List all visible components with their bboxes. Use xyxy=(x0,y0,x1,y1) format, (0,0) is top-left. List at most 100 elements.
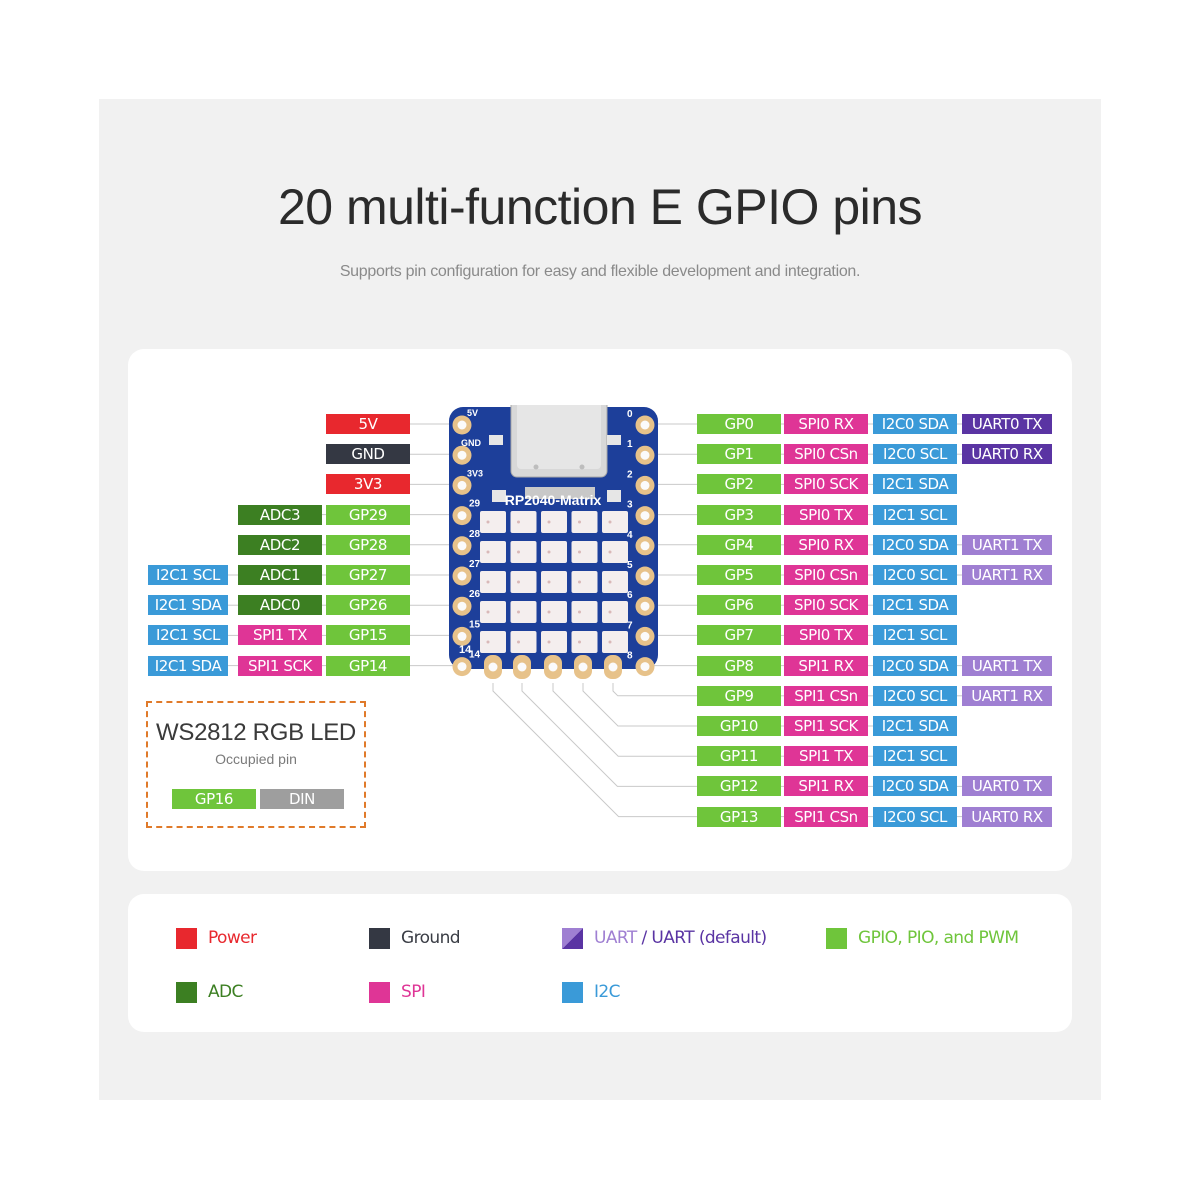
board-pin-label: 0 xyxy=(627,409,633,420)
left-pad-hole xyxy=(457,541,467,551)
led-die xyxy=(486,610,490,614)
ws2812-led xyxy=(480,511,506,533)
right-pad-hole xyxy=(640,601,650,611)
right-pad-hole xyxy=(640,541,650,551)
legend-label: ADC xyxy=(208,982,243,1002)
smd-component xyxy=(607,490,621,502)
ws2812-led xyxy=(571,601,598,623)
board-pin-label: 5V xyxy=(467,408,478,418)
led-die xyxy=(547,520,551,524)
ws2812-led xyxy=(480,541,506,563)
ws2812-occupied-pin-box: WS2812 RGB LED Occupied pin GP16 DIN xyxy=(146,701,366,828)
pin-tag-gp2: GP2 xyxy=(697,474,781,495)
legend-swatch xyxy=(176,927,197,949)
page-title: 20 multi-function E GPIO pins xyxy=(277,179,923,235)
legend-swatch xyxy=(562,981,583,1003)
left-pad-hole xyxy=(457,420,467,430)
pin-tag-gp9: GP9 xyxy=(697,685,781,706)
ws2812-led xyxy=(571,541,598,563)
ws2812-led xyxy=(510,511,537,533)
func-tag-gp3-spi: SPI0 TX xyxy=(784,504,868,525)
func-tag-gp26-adc: ADC0 xyxy=(238,595,322,616)
legend-swatch xyxy=(369,981,390,1003)
pin-tag-gp28: GP28 xyxy=(326,534,410,555)
legend-item-gpio: GPIO, PIO, and PWM xyxy=(826,927,1019,949)
func-tag-gp0-spi: SPI0 RX xyxy=(784,414,868,434)
pin-tag-gp5: GP5 xyxy=(697,565,781,585)
pin-tag-5v: 5V xyxy=(326,414,410,434)
func-tag-gp9-i2c: I2C0 SCL xyxy=(873,685,957,706)
led-die xyxy=(547,610,551,614)
func-tag-gp9-uart: UART1 RX xyxy=(962,685,1052,706)
func-tag-gp8-uart: UART1 TX xyxy=(962,655,1052,676)
led-die xyxy=(608,610,612,614)
func-tag-gp10-spi: SPI1 SCK xyxy=(784,716,868,736)
left-pad-hole xyxy=(457,601,467,611)
led-die xyxy=(608,640,612,644)
board-pin-label: 8 xyxy=(627,651,633,662)
func-tag-gp8-i2c: I2C0 SDA xyxy=(873,655,957,676)
legend-label: I2C xyxy=(594,982,621,1002)
ws2812-led xyxy=(480,631,506,653)
func-tag-gp10-i2c: I2C1 SDA xyxy=(873,716,957,736)
led-die xyxy=(578,610,581,614)
func-tag-gp11-i2c: I2C1 SCL xyxy=(873,746,957,767)
pin-tag-gp6: GP6 xyxy=(697,595,781,616)
led-die xyxy=(517,520,520,524)
smd-component xyxy=(489,435,503,445)
func-tag-gp4-uart: UART1 TX xyxy=(962,534,1052,555)
func-tag-gp14-spi: SPI1 SCK xyxy=(238,655,322,676)
board-pin-label: 3 xyxy=(627,500,633,511)
ws2812-func-tag: DIN xyxy=(260,789,344,809)
pin-tag-3v3: 3V3 xyxy=(326,474,410,495)
legend-label: GPIO, PIO, and PWM xyxy=(858,928,1019,948)
legend-swatch xyxy=(826,927,847,949)
func-tag-gp2-i2c: I2C1 SDA xyxy=(873,474,957,495)
board-pin-label: 1 xyxy=(627,439,633,450)
usb-pins xyxy=(525,487,595,499)
pin-tag-gp4: GP4 xyxy=(697,534,781,555)
bottom-pad-hole xyxy=(488,662,498,672)
usb-screw xyxy=(533,464,539,470)
right-pad-hole xyxy=(640,480,650,490)
led-die xyxy=(517,550,520,554)
func-tag-gp29-adc: ADC3 xyxy=(238,504,322,525)
ws2812-led xyxy=(510,571,537,593)
legend-item-gnd: Ground xyxy=(369,927,461,949)
board-pin-label: 7 xyxy=(627,620,633,631)
func-tag-gp5-spi: SPI0 CSn xyxy=(784,565,868,585)
func-tag-gp28-adc: ADC2 xyxy=(238,534,322,555)
func-tag-gp7-spi: SPI0 TX xyxy=(784,625,868,646)
ws2812-led xyxy=(571,631,598,653)
legend-item-spi: SPI xyxy=(369,981,426,1003)
func-tag-gp4-i2c: I2C0 SDA xyxy=(873,534,957,555)
ws2812-led xyxy=(510,601,537,623)
legend-item-adc: ADC xyxy=(176,981,243,1003)
smd-component xyxy=(607,435,621,445)
led-die xyxy=(486,520,490,524)
ws2812-led xyxy=(602,571,628,593)
bottom-pad-hole xyxy=(517,662,527,672)
left-pad-hole xyxy=(457,511,467,521)
ws2812-led xyxy=(480,601,506,623)
ws2812-led xyxy=(602,511,628,533)
ws2812-pin-tag: GP16 xyxy=(172,789,256,809)
led-die xyxy=(517,610,520,614)
ws2812-subtitle: Occupied pin xyxy=(215,751,297,767)
func-tag-gp12-i2c: I2C0 SDA xyxy=(873,776,957,797)
func-tag-gp1-uart-def: UART0 RX xyxy=(962,444,1052,465)
right-pad-hole xyxy=(640,631,650,641)
led-die xyxy=(486,550,490,554)
ws2812-led xyxy=(480,571,506,593)
board-pin-label: 14 xyxy=(459,644,472,656)
led-die xyxy=(547,580,551,584)
board-pin-label: 14 xyxy=(469,650,481,661)
board-pin-label: 6 xyxy=(627,590,633,601)
ws2812-led xyxy=(541,601,567,623)
ws2812-title: WS2812 RGB LED xyxy=(156,719,356,746)
bottom-pad-hole xyxy=(608,662,618,672)
pin-tag-gp26: GP26 xyxy=(326,595,410,616)
ws2812-led xyxy=(571,511,598,533)
ws2812-led xyxy=(602,631,628,653)
led-die xyxy=(578,550,581,554)
